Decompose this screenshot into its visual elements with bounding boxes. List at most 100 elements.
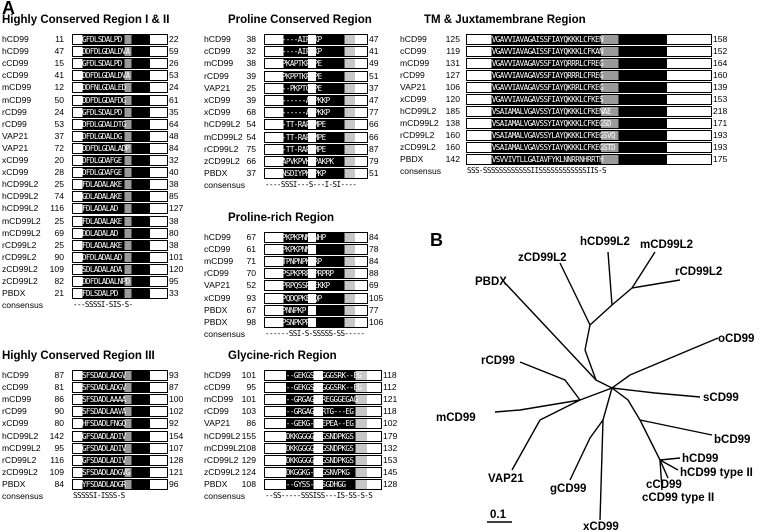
sequence-segment: SGGFSDADLADIV [72, 430, 168, 442]
start-position: 84 [54, 478, 64, 489]
end-position: 128 [383, 478, 398, 489]
start-position: 54 [246, 131, 256, 142]
sequence-name: VAP21 [400, 82, 427, 92]
sequence-segment: GG-----GRGAGR-REGGGEGAG [264, 394, 382, 406]
sequence-segment: GGDFDLGDALDTG [72, 118, 168, 130]
branch-xcd99 [599, 387, 613, 521]
sequence-name: cCD99 [2, 382, 29, 393]
start-position: 108 [241, 442, 256, 453]
scale-label: 0.1 [490, 509, 507, 521]
end-position: 66 [369, 131, 379, 142]
start-position: 109 [49, 466, 64, 477]
end-position: 171 [713, 118, 728, 128]
block-title: Glycine-rich Region [228, 350, 337, 362]
branch-internal-2 [611, 374, 631, 389]
sequence-name: consensus [400, 166, 442, 176]
start-position: 131 [445, 58, 460, 68]
branch-internal-3 [577, 299, 591, 351]
start-position: 71 [246, 256, 256, 267]
sequence-name: PBDX [204, 304, 228, 315]
end-position: 24 [169, 82, 179, 93]
sequence-name: mCD99 [2, 82, 32, 93]
sequence-segment: AGDDFDLGDALADP [72, 142, 168, 154]
start-position: 67 [246, 304, 256, 315]
sequence-segment: SGSFSDADLADGVG [72, 466, 168, 478]
sequence-name: consensus [2, 491, 44, 501]
sequence-name: hCD99L2 [2, 179, 39, 190]
sequence-name: zCD99L2 [204, 156, 240, 166]
sequence-name: mCD99L2 [2, 227, 41, 238]
branch-zcd99l2 [559, 262, 579, 301]
start-position: 72 [54, 142, 64, 153]
end-position: 66 [369, 119, 379, 130]
end-position: 139 [713, 82, 728, 92]
end-position: 87 [369, 143, 379, 154]
end-position: 26 [169, 58, 179, 69]
sequence-segment: NRPG-TT-RAPSMPE [264, 143, 368, 155]
sequence-segment: AGDDFDLGDALDVA [72, 70, 168, 82]
start-position: 75 [246, 143, 256, 154]
sequence-name: mCD99L2 [400, 118, 439, 128]
end-position: 153 [383, 454, 398, 465]
start-position: 155 [241, 430, 256, 441]
sequence-segment: AGDDFDLGDAFDG [72, 94, 168, 106]
branch-scd99 [611, 387, 701, 398]
start-position: 66 [246, 156, 256, 166]
start-position: 87 [54, 370, 64, 380]
sequence-segment: GVVPGIVGAVVIAVAGAVSSFIAYQKRRLCFKEG [466, 82, 712, 93]
sequence-name: consensus [204, 491, 246, 501]
sequence-name: cCD99 [400, 46, 427, 56]
sequence-name: rCD99 [2, 106, 27, 117]
sequence-segment: KKP-----AIPKKP [264, 34, 368, 45]
sequence-name: consensus [2, 300, 44, 311]
alignment-row: consensus----SSSI---S---I-SI---- [204, 180, 392, 191]
end-position: 47 [369, 95, 379, 105]
start-position: 25 [54, 239, 64, 250]
start-position: 67 [246, 232, 256, 242]
sequence-segment: GSGDLADALAKE [72, 191, 168, 203]
start-position: 47 [54, 46, 64, 57]
sequence-name: zCD99L2 [2, 263, 38, 274]
start-position: 106 [445, 82, 460, 92]
sequence-segment: GVIPGIVGAVVIAVAGAISSFIAYQKKKLCFKAN [466, 46, 712, 57]
sequence-name: rCD99 [204, 268, 229, 279]
end-position: 120 [169, 263, 184, 274]
end-position: 80 [169, 227, 179, 238]
sequence-name: cCD99 [2, 70, 29, 81]
sequence-segment: SGGFSDADLADIV [72, 454, 168, 466]
start-position: 86 [246, 418, 256, 429]
sequence-name: rCD99 [400, 70, 425, 80]
sequence-segment: GTIAGIVSAIAMALVGAVSSYLAYQKKKLCFKEGSVQ [466, 130, 712, 141]
sequence-name: PBDX [204, 316, 228, 327]
sequence-segment: KPT-PKAPTKPKPE [264, 58, 368, 70]
start-position: 39 [246, 95, 256, 105]
end-position: 179 [383, 430, 398, 441]
start-position: 129 [241, 454, 256, 465]
leaf-hcd99-type-ii: hCD99 type II [680, 467, 753, 479]
sequence-segment: GGGFDLSDALPD [72, 106, 168, 118]
end-position: 84 [369, 232, 379, 242]
sequence-segment: SGSFSDADLADGV [72, 382, 168, 394]
sequence-name: mCD99 [2, 394, 32, 405]
sequence-name: mCD99L2 [204, 131, 243, 142]
start-position: 69 [54, 227, 64, 238]
